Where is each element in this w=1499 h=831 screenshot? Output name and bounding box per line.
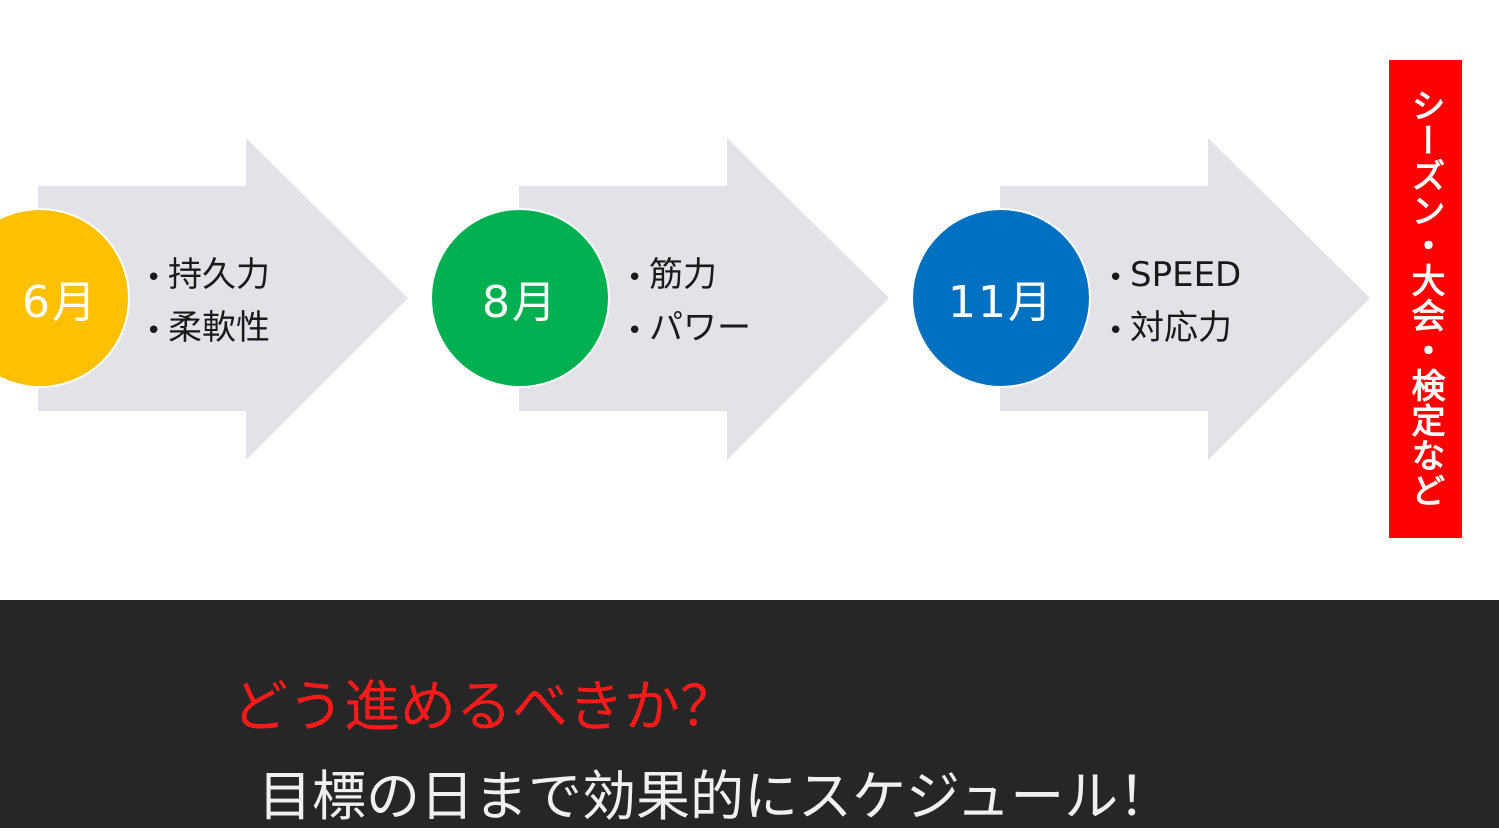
season-event-badge: シーズン・大会・検定など (1389, 60, 1462, 538)
month-circle-november: 11月 (911, 208, 1091, 388)
bullet-icon: • (627, 263, 643, 293)
month-label: 11月 (948, 277, 1054, 328)
goal-statement: 目標の日まで効果的にスケジュール！ (258, 765, 1173, 828)
skill-item: •持久力 (146, 250, 270, 303)
skill-label: パワー (649, 308, 751, 348)
bullet-icon: • (146, 263, 162, 293)
bottom-caption-panel: どう進めるべきか？ 目標の日まで効果的にスケジュール！ (0, 600, 1499, 828)
skill-list-november: •SPEED •対応力 (1108, 250, 1241, 356)
bullet-icon: • (627, 316, 643, 346)
skill-label: SPEED (1130, 255, 1242, 295)
arrow-shape (519, 138, 889, 460)
stage-november (1000, 0, 1420, 600)
month-circle-august: 8月 (430, 208, 610, 388)
season-badge-label: シーズン・大会・検定など (1405, 88, 1445, 508)
bullet-icon: • (1108, 316, 1124, 346)
bullet-icon: • (146, 316, 162, 346)
skill-item: •SPEED (1108, 250, 1241, 303)
skill-list-june: •持久力 •柔軟性 (146, 250, 270, 356)
skill-label: 対応力 (1130, 308, 1232, 348)
skill-label: 柔軟性 (168, 308, 270, 348)
stage-august (519, 0, 939, 600)
stage-june (38, 0, 458, 600)
skill-item: •対応力 (1108, 303, 1241, 356)
skill-item: •柔軟性 (146, 303, 270, 356)
question-heading: どう進めるべきか？ (232, 675, 736, 740)
skill-item: •筋力 (627, 250, 751, 303)
skill-label: 筋力 (649, 255, 717, 295)
skill-label: 持久力 (168, 255, 270, 295)
month-label: 6月 (22, 277, 98, 328)
bullet-icon: • (1108, 263, 1124, 293)
timeline-diagram: 6月 •持久力 •柔軟性 8月 •筋力 •パワー 11月 •SPEED •対応力… (0, 0, 1462, 600)
month-label: 8月 (482, 277, 558, 328)
arrow-shape (1000, 138, 1370, 460)
skill-list-august: •筋力 •パワー (627, 250, 751, 356)
arrow-shape (38, 138, 408, 460)
skill-item: •パワー (627, 303, 751, 356)
